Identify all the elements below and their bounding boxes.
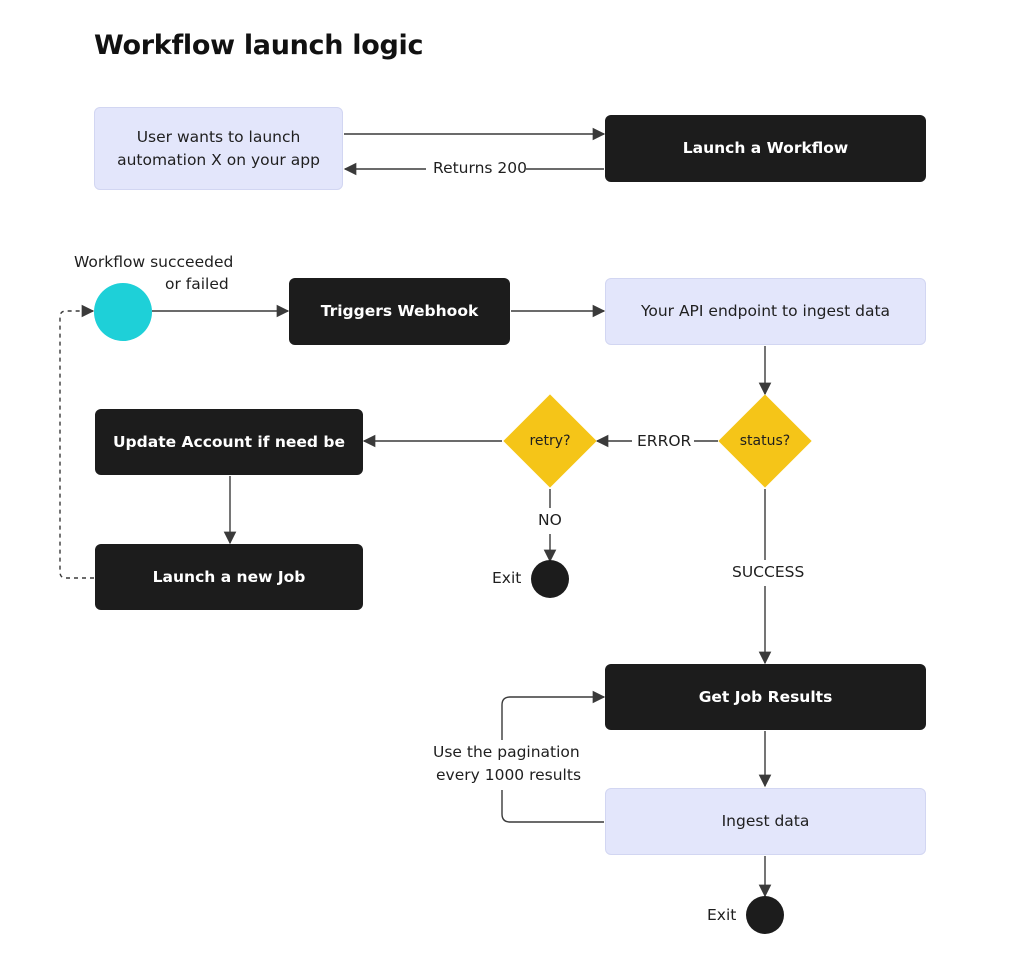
edge-pagination-loop-top [501, 690, 606, 740]
no-edge-label: NO [538, 511, 562, 529]
exit-final-end-circle [746, 896, 784, 934]
launch-new-job-node: Launch a new Job [95, 544, 363, 610]
user-launch-request-line1: User wants to launch [136, 127, 301, 146]
user-launch-request-node: User wants to launch automation X on you… [94, 107, 343, 190]
workflow-status-line1: Workflow succeeded [74, 253, 234, 271]
page-title: Workflow launch logic [94, 30, 424, 61]
success-edge-label: SUCCESS [732, 563, 805, 581]
api-endpoint-node: Your API endpoint to ingest data [605, 278, 926, 345]
exit-retry-label: Exit [492, 569, 522, 587]
user-launch-request-line2: automation X on your app [117, 150, 320, 169]
workflow-result-start-circle [94, 283, 152, 341]
pagination-label-line1: Use the pagination [433, 743, 580, 761]
status-decision-label: status? [739, 433, 791, 449]
edge-pagination-loop-bottom [501, 790, 604, 823]
update-account-node: Update Account if need be [95, 409, 363, 475]
workflow-status-line2: or failed [165, 275, 229, 293]
ingest-data-node: Ingest data [605, 788, 926, 855]
returns-200-label: Returns 200 [433, 159, 528, 177]
triggers-webhook-label: Triggers Webhook [320, 302, 479, 320]
launch-new-job-label: Launch a new Job [152, 567, 306, 586]
exit-retry-end-circle [531, 560, 569, 598]
launch-workflow-label: Launch a Workflow [682, 139, 849, 157]
exit-final-label: Exit [707, 906, 737, 924]
update-account-label: Update Account if need be [112, 432, 346, 451]
ingest-data-label: Ingest data [721, 812, 810, 830]
pagination-label-line2: every 1000 results [436, 766, 582, 784]
edge-newjob-loop [59, 304, 95, 579]
triggers-webhook-node: Triggers Webhook [289, 278, 510, 345]
error-edge-label: ERROR [637, 432, 692, 450]
get-job-results-label: Get Job Results [698, 687, 833, 706]
retry-decision-label: retry? [529, 433, 571, 449]
launch-workflow-node: Launch a Workflow [605, 115, 926, 182]
api-endpoint-label: Your API endpoint to ingest data [640, 302, 891, 320]
get-job-results-node: Get Job Results [605, 664, 926, 730]
